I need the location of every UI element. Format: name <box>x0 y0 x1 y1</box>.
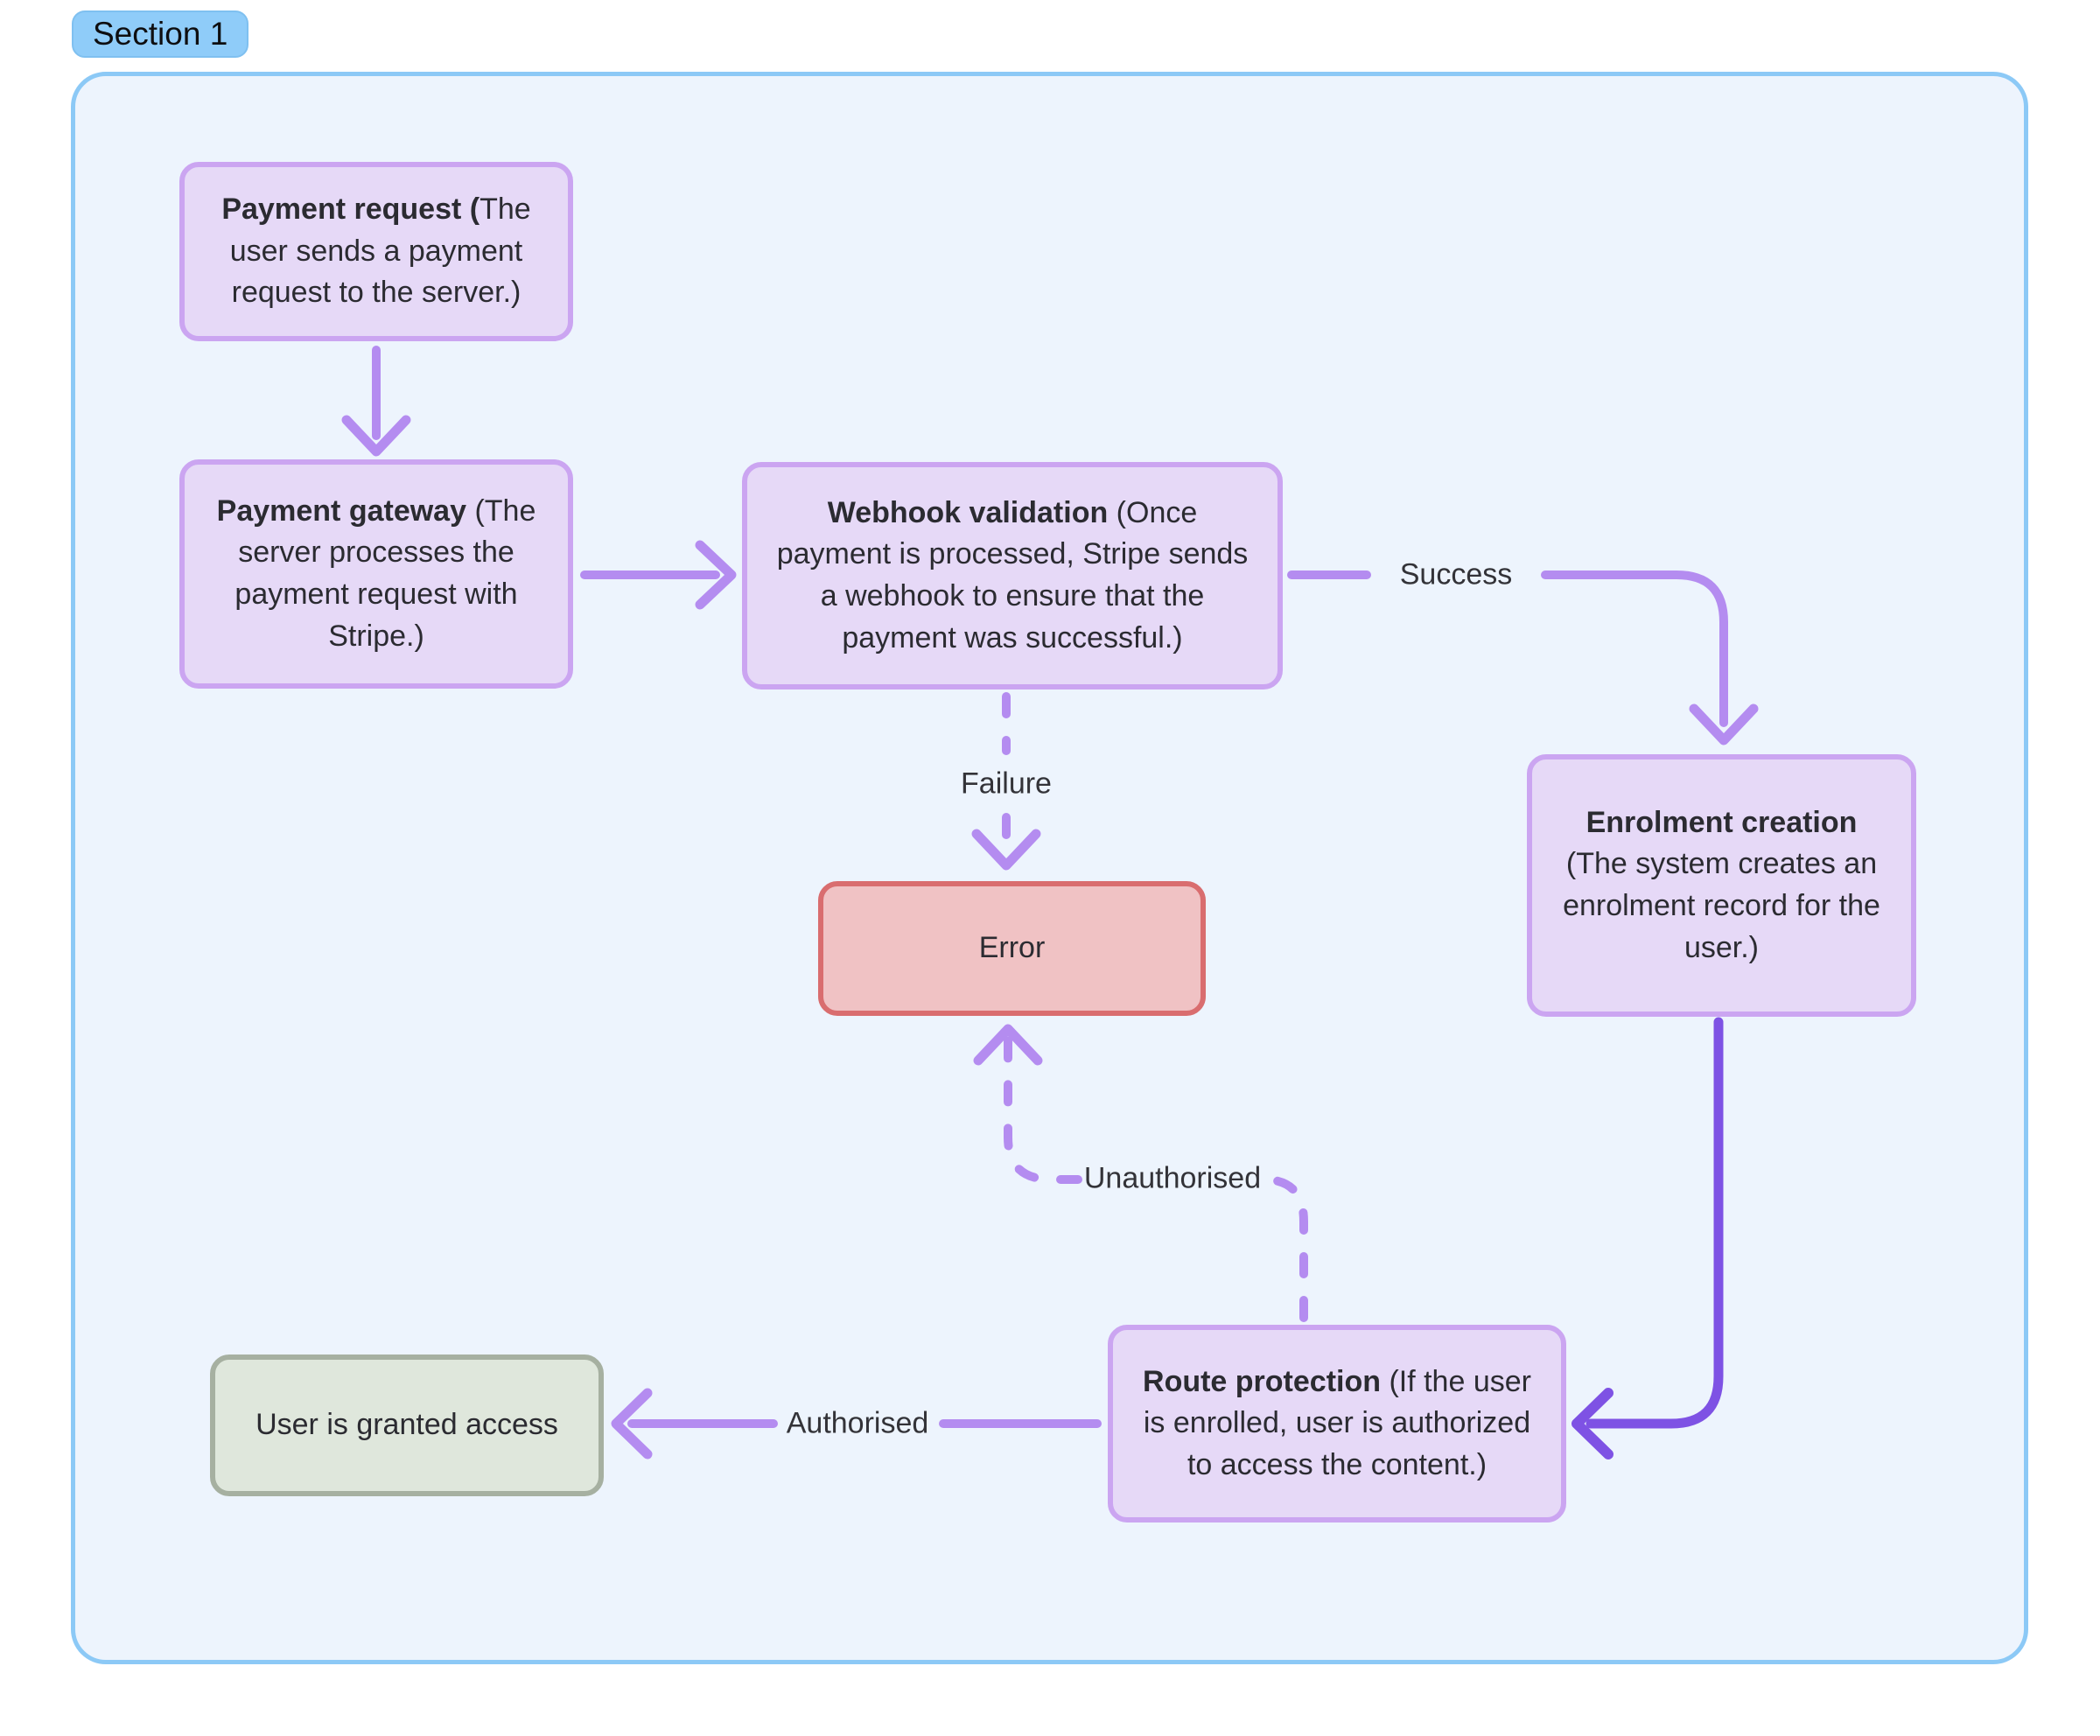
section-badge: Section 1 <box>72 10 249 58</box>
node-route-protection-desc: (If the user is enrolled, user is author… <box>1143 1364 1531 1481</box>
node-webhook-validation-desc: (Once payment is processed, Stripe sends… <box>776 495 1249 654</box>
node-payment-gateway-title: Payment gateway <box>216 494 466 528</box>
node-payment-gateway-text: Payment gateway (The server processes th… <box>211 491 542 657</box>
node-payment-request-desc: The user sends a payment request to the … <box>229 192 531 310</box>
node-enrolment-creation-title: Enrolment creation <box>1586 805 1858 839</box>
node-payment-gateway-desc: (The server processes the payment reques… <box>234 494 536 653</box>
edge-label-failure: Failure <box>961 766 1052 801</box>
node-route-protection-text: Route protection (If the user is enrolle… <box>1139 1362 1535 1487</box>
node-enrolment-creation: Enrolment creation (The system creates a… <box>1527 754 1916 1017</box>
node-payment-request-title: Payment request ( <box>221 192 480 227</box>
node-webhook-validation-title: Webhook validation <box>827 495 1109 529</box>
edge-label-authorised: Authorised <box>786 1406 929 1440</box>
node-enrolment-creation-desc: (The system creates an enrolment record … <box>1563 847 1880 964</box>
edge-label-unauthorised: Unauthorised <box>1083 1161 1262 1195</box>
node-route-protection-title: Route protection <box>1143 1364 1381 1398</box>
edge-label-success: Success <box>1399 557 1513 592</box>
section-badge-label: Section 1 <box>93 16 228 52</box>
node-payment-request: Payment request (The user sends a paymen… <box>179 162 573 341</box>
node-user-granted-text: User is granted access <box>256 1408 558 1442</box>
node-enrolment-creation-text: Enrolment creation (The system creates a… <box>1558 802 1885 969</box>
node-payment-request-text: Payment request (The user sends a paymen… <box>211 189 542 314</box>
node-user-granted: User is granted access <box>210 1354 604 1496</box>
node-route-protection: Route protection (If the user is enrolle… <box>1108 1325 1566 1522</box>
node-webhook-validation-text: Webhook validation (Once payment is proc… <box>774 493 1251 659</box>
node-webhook-validation: Webhook validation (Once payment is proc… <box>742 462 1283 690</box>
node-payment-gateway: Payment gateway (The server processes th… <box>179 459 573 689</box>
node-error: Error <box>818 881 1206 1016</box>
node-error-text: Error <box>978 931 1046 965</box>
